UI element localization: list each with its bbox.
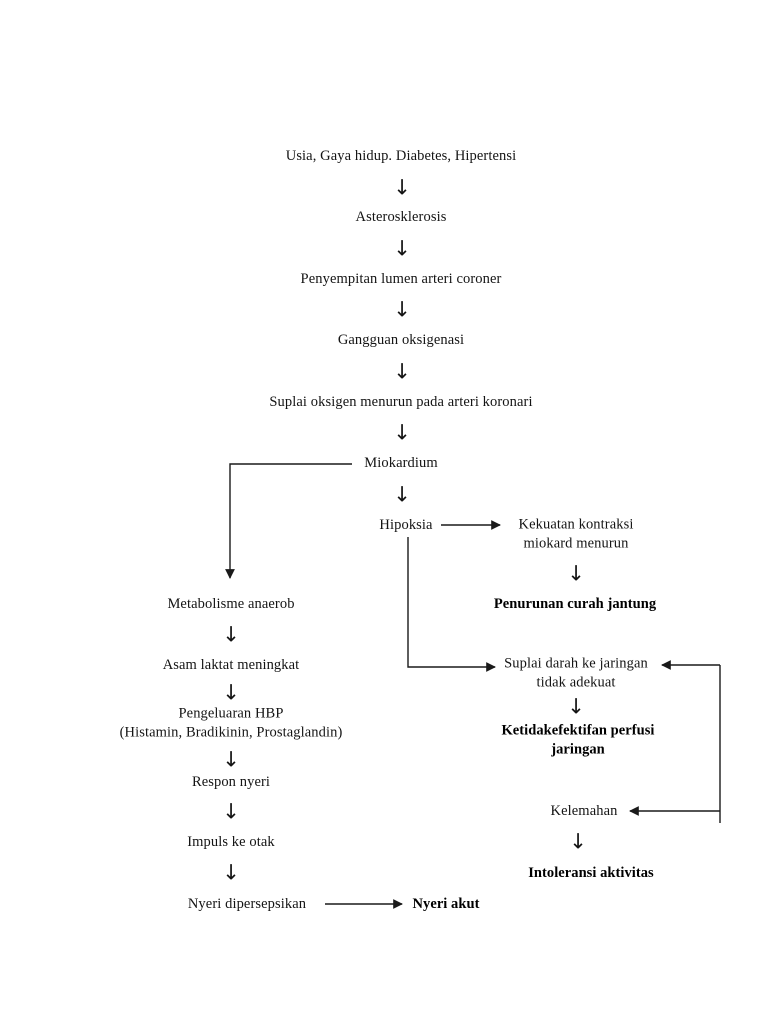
node-penurunan-curah-jantung: Penurunan curah jantung bbox=[493, 595, 657, 612]
node-pengeluaran-hbp: Pengeluaran HBP (Histamin, Bradikinin, P… bbox=[119, 705, 343, 741]
arrow-down-icon-impuls-to-nyeri: ↓ bbox=[222, 860, 240, 885]
node-ketidakefektifan-perfusi: Ketidakefektifan perfusi jaringan bbox=[501, 722, 655, 758]
node-intoleransi-aktivitas: Intoleransi aktivitas bbox=[528, 864, 654, 881]
arrow-down-icon-gangguan-to-suplai: ↓ bbox=[393, 359, 411, 384]
arrow-down-icon-risk-to-ateros: ↓ bbox=[393, 175, 411, 200]
node-kekuatan-kontraksi: Kekuatan kontraksi miokard menurun bbox=[518, 516, 634, 552]
node-hipoksia: Hipoksia bbox=[379, 516, 433, 533]
node-risk-factors: Usia, Gaya hidup. Diabetes, Hipertensi bbox=[285, 147, 517, 164]
arrow-down-icon-hbp-to-respon: ↓ bbox=[222, 747, 240, 772]
arrow-down-icon-respon-to-impuls: ↓ bbox=[222, 799, 240, 824]
node-penyempitan-lumen: Penyempitan lumen arteri coroner bbox=[300, 270, 502, 287]
arrow-down-icon-kelemahan-to-intoleransi: ↓ bbox=[569, 829, 587, 854]
node-kelemahan: Kelemahan bbox=[550, 802, 618, 819]
arrow-down-icon-asam-to-hbp: ↓ bbox=[222, 680, 240, 705]
node-impuls-ke-otak: Impuls ke otak bbox=[187, 833, 275, 850]
arrow-down-icon-ateros-to-penyempitan: ↓ bbox=[393, 236, 411, 261]
node-nyeri-akut: Nyeri akut bbox=[412, 895, 480, 912]
arrow-down-icon-miokardium-to-hipoksia: ↓ bbox=[393, 482, 411, 507]
node-asam-laktat: Asam laktat meningkat bbox=[162, 656, 300, 673]
node-suplai-darah: Suplai darah ke jaringan tidak adekuat bbox=[504, 655, 648, 691]
arrow-down-icon-penyempitan-to-gangguan: ↓ bbox=[393, 297, 411, 322]
node-nyeri-dipersepsikan: Nyeri dipersepsikan bbox=[187, 895, 307, 912]
arrow-down-icon-suplai-to-miokardium: ↓ bbox=[393, 420, 411, 445]
node-aterosklerosis: Asterosklerosis bbox=[355, 208, 447, 225]
arrow-down-icon-suplaidarah-to-ketidakefektifan: ↓ bbox=[567, 694, 585, 719]
arrow-down-icon-kekuatan-to-penurunan: ↓ bbox=[567, 561, 585, 586]
node-suplai-oksigen: Suplai oksigen menurun pada arteri koron… bbox=[269, 393, 533, 410]
node-respon-nyeri: Respon nyeri bbox=[191, 773, 271, 790]
node-miokardium: Miokardium bbox=[364, 454, 438, 471]
connector-hipoksia-to-suplai-darah bbox=[407, 537, 496, 672]
connector-miokardium-to-metabolisme bbox=[225, 463, 352, 579]
node-gangguan-oksigenasi: Gangguan oksigenasi bbox=[337, 331, 465, 348]
node-metabolisme-anaerob: Metabolisme anaerob bbox=[167, 595, 295, 612]
arrow-down-icon-metabolisme-to-asam: ↓ bbox=[222, 622, 240, 647]
